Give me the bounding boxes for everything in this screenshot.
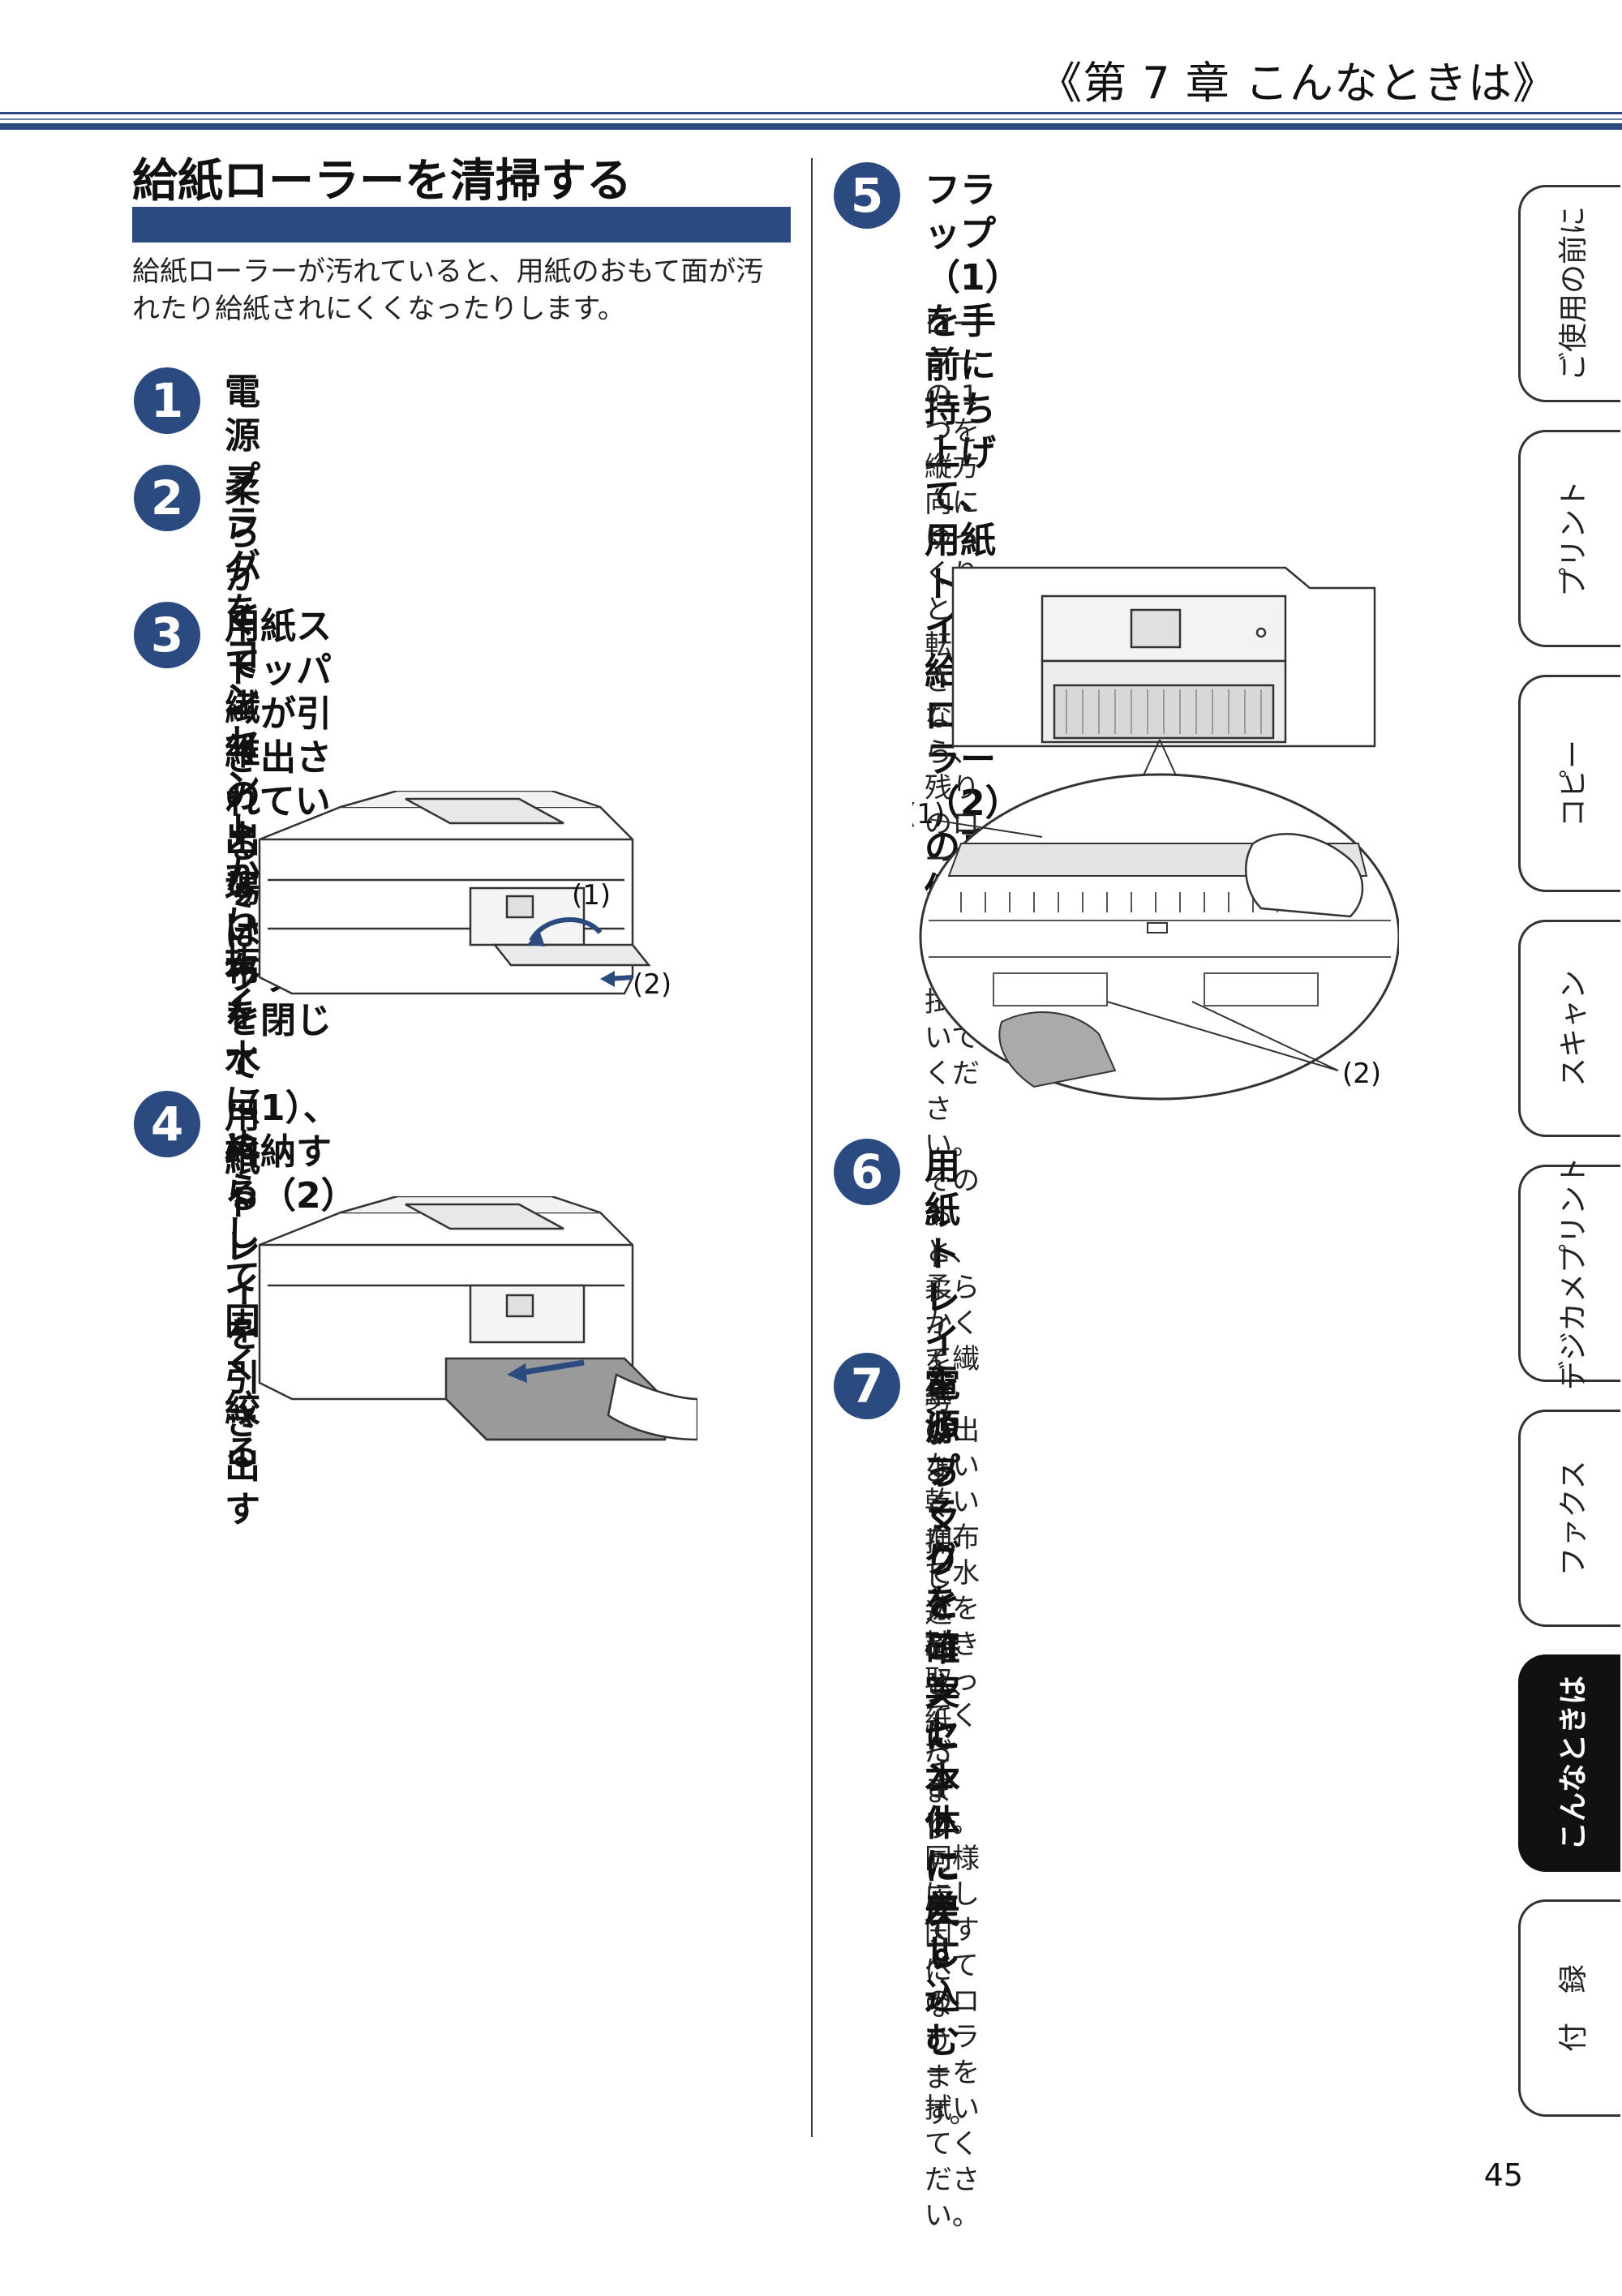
- step-title: 用紙ストッパーが引き出されている 場合は、フラップを閉じて（1）、 格納する（2…: [225, 606, 357, 1217]
- printer-flap-illustration: (1) (2): [243, 791, 697, 1034]
- page-number: 45: [1483, 2157, 1523, 2193]
- tab-troubleshooting[interactable]: こんなときは: [1518, 1654, 1620, 1872]
- step-number-badge: 7: [834, 1353, 900, 1419]
- step-number-badge: 3: [134, 602, 200, 668]
- roller-cleaning-illustration: (1) (2): [912, 551, 1399, 1103]
- tab-photo-print[interactable]: デジカメプリント: [1518, 1157, 1620, 1390]
- header-rule: [0, 112, 1622, 114]
- step-number-badge: 1: [134, 367, 200, 434]
- tab-scan[interactable]: スキャン: [1518, 920, 1620, 1137]
- step-number-badge: 2: [134, 465, 200, 531]
- printer-tray-illustration: [243, 1196, 697, 1472]
- section-intro: 給紙ローラーが汚れていると、用紙のおもて面が汚 れたり給紙されにくくなったりしま…: [132, 255, 764, 325]
- step-number-badge: 6: [834, 1139, 900, 1205]
- tab-appendix[interactable]: 付 録: [1518, 1899, 1620, 2117]
- step-title: 柔らかくて繊維の出ない布を水にぬ らして固く絞る: [225, 469, 260, 1474]
- callout-1: (1): [912, 798, 945, 830]
- callout-2: (2): [1342, 1058, 1381, 1090]
- step-title: 用紙トレイをゆっくりと確実に本体 に戻す: [925, 1146, 960, 1976]
- section-title: 給紙ローラーを清掃する: [132, 155, 632, 208]
- header-rule: [0, 118, 1622, 120]
- header-rule: [0, 123, 1622, 130]
- tab-fax[interactable]: ファクス: [1518, 1410, 1620, 1627]
- tab-copy[interactable]: コピー: [1518, 675, 1620, 892]
- chapter-heading: 《第 7 章 こんなときは》: [1038, 58, 1557, 109]
- step-number-badge: 4: [134, 1091, 200, 1157]
- step-number-badge: 5: [834, 162, 900, 229]
- column-divider: [811, 158, 813, 2137]
- step-title: 用紙トレイを引き出す: [225, 1095, 260, 1530]
- callout-1: (1): [572, 879, 611, 912]
- callout-2: (2): [633, 968, 672, 1001]
- step-title: 電源プラグをコンセントから抜く: [225, 371, 260, 1026]
- step-title: 電源プラグをコンセントに差し込む: [925, 1363, 960, 2062]
- section-title-bar: [132, 207, 791, 242]
- tab-before-use[interactable]: ご使用の前に: [1518, 185, 1620, 402]
- tab-print[interactable]: プリント: [1518, 430, 1620, 647]
- step-description: トレイを勢いよく押し込むと、紙づまりの 原因になります。: [925, 1241, 979, 2130]
